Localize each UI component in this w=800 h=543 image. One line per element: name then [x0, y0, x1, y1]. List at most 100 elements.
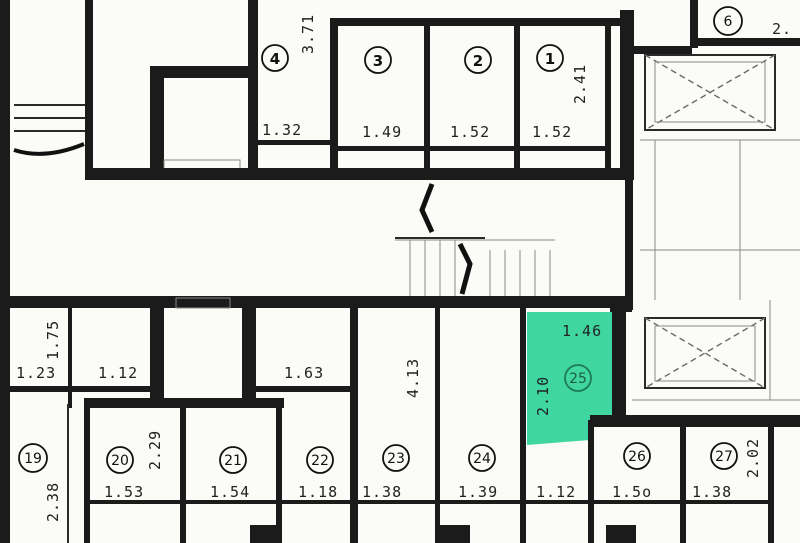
unit-2-area: 1.52	[450, 123, 490, 141]
mid-lower-wall-a	[84, 398, 284, 408]
wall-v-4	[424, 18, 430, 168]
svg-text:6: 6	[724, 14, 733, 30]
sill-23	[358, 500, 436, 504]
svg-text:26: 26	[628, 449, 646, 465]
svg-text:4: 4	[270, 50, 280, 68]
dim-1-75: 1.75	[44, 320, 62, 360]
bottom-wall-27-left	[680, 420, 686, 543]
dim-1-23: 1.23	[16, 364, 56, 382]
svg-text:2: 2	[473, 52, 483, 70]
svg-text:19: 19	[24, 451, 42, 467]
dim-2-29: 2.29	[146, 430, 164, 470]
mid-wall-3	[242, 308, 256, 408]
shaft-top	[644, 54, 776, 131]
unit-27-marker: 27	[710, 442, 738, 470]
svg-text:23: 23	[387, 451, 405, 467]
unit-6-marker: 6	[713, 6, 743, 36]
top-row-wall	[330, 18, 632, 26]
central-stair	[395, 183, 555, 299]
mid-wall-1	[68, 308, 72, 408]
left-outer-wall	[0, 0, 10, 543]
svg-text:3: 3	[373, 52, 383, 70]
unit-23-marker: 23	[382, 444, 410, 472]
bottom-wall-27-right	[768, 420, 774, 543]
corridor-right-wall	[625, 180, 633, 310]
inner-block-left	[150, 66, 164, 176]
svg-text:27: 27	[715, 449, 733, 465]
dim-1-12: 1.12	[98, 364, 138, 382]
unit-24-marker: 24	[468, 444, 496, 472]
dim-vertical-b: 2.41	[571, 64, 589, 104]
shaft-bottom	[644, 317, 766, 389]
dim-vertical-a: 3.71	[299, 14, 317, 54]
sill-27	[686, 500, 770, 504]
svg-text:24: 24	[473, 451, 491, 467]
sill-24	[440, 500, 522, 504]
wall-v-3	[330, 18, 338, 173]
mid-lower-wall-b	[10, 386, 160, 392]
unit-19-area: 2.38	[44, 482, 62, 522]
unit-1-area: 1.52	[532, 123, 572, 141]
unit-27-area: 1.38	[692, 483, 732, 501]
bottom-block-3	[606, 525, 636, 543]
corridor-top-wall	[85, 168, 630, 180]
unit-20-marker: 20	[106, 446, 134, 474]
unit3-sill	[338, 146, 428, 151]
wall-v-2	[248, 0, 258, 180]
bottom-block-1	[250, 525, 280, 543]
unit-22-marker: 22	[306, 446, 334, 474]
unit-3-marker: 3	[364, 46, 392, 74]
unit-1-marker: 1	[536, 44, 564, 72]
wall-v-5	[514, 18, 520, 168]
highlighted-unit-25	[527, 312, 612, 445]
dim-1-46: 1.46	[562, 322, 602, 340]
dim-2-10: 2.10	[534, 376, 552, 416]
wall-top-right-1	[690, 0, 698, 48]
unit-6-area: 2.	[772, 20, 792, 38]
unit-22-area: 1.18	[298, 483, 338, 501]
wall-v-7	[620, 10, 634, 180]
sill-blank	[526, 500, 590, 504]
mid-wall-5	[435, 308, 440, 543]
wall-v-6	[605, 18, 611, 168]
unit-19-marker: 19	[18, 443, 48, 473]
unit-25-marker: 25	[564, 364, 592, 392]
svg-text:1: 1	[545, 50, 555, 68]
bottom-block-2	[440, 525, 470, 543]
mid-lower-wall-c	[256, 386, 352, 392]
unit-blank-area: 1.12	[536, 483, 576, 501]
bottom-wall-22-left	[276, 404, 282, 543]
wall-top-right-2	[690, 38, 800, 46]
unit25-right-wall	[612, 308, 626, 418]
sill-20	[90, 500, 182, 504]
dim-1-63: 1.63	[284, 364, 324, 382]
unit1-sill	[520, 146, 608, 151]
corridor-bottom-wall	[10, 296, 630, 308]
middle-door	[175, 297, 231, 309]
bottom-wall-20-left	[84, 404, 90, 543]
sill-22	[282, 500, 352, 504]
sill-21	[186, 500, 278, 504]
unit-26-marker: 26	[623, 442, 651, 470]
unit2-sill	[430, 146, 516, 151]
unit-4-marker: 4	[261, 44, 289, 72]
unit4-sill	[258, 140, 333, 145]
svg-text:21: 21	[224, 453, 242, 469]
unit-3-area: 1.49	[362, 123, 402, 141]
svg-text:25: 25	[569, 371, 587, 387]
svg-text:22: 22	[311, 453, 329, 469]
svg-text:20: 20	[111, 453, 129, 469]
wall-v-1	[85, 0, 93, 180]
dim-4-13: 4.13	[404, 358, 422, 398]
unit-20-area: 1.53	[104, 483, 144, 501]
unit-26-area: 1.5o	[612, 483, 652, 501]
wall-top-right-3	[632, 46, 692, 54]
unit-24-area: 1.39	[458, 483, 498, 501]
mid-wall-6	[520, 308, 526, 543]
bottom-wall-26-left	[588, 420, 594, 543]
unit-4-area: 1.32	[262, 121, 302, 139]
dim-2-02: 2.02	[744, 438, 762, 478]
unit-23-area: 1.38	[362, 483, 402, 501]
unit-21-area: 1.54	[210, 483, 250, 501]
